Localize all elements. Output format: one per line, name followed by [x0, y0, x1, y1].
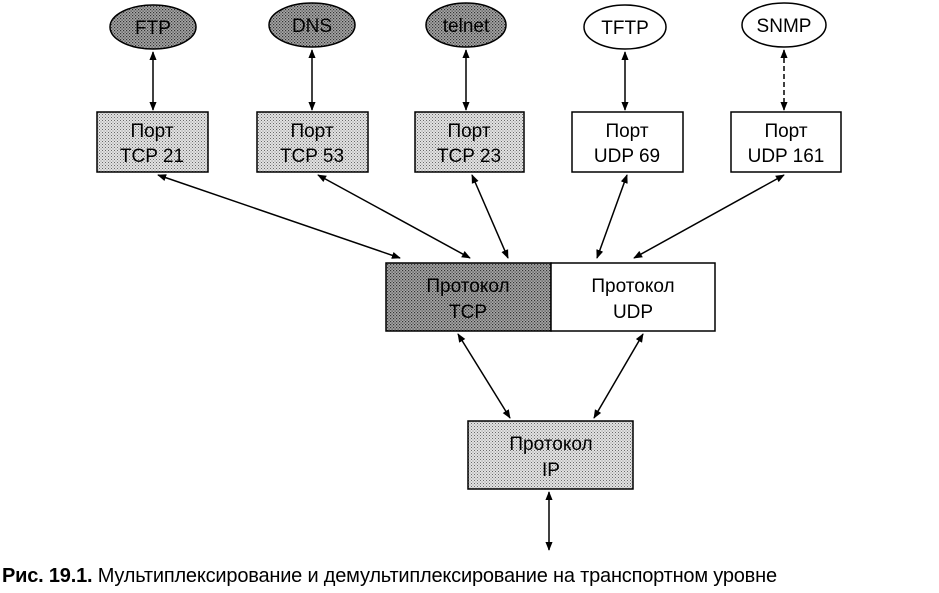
port-tcp-23-line1: Порт [447, 121, 490, 142]
app-snmp-label: SNMP [757, 16, 812, 37]
protocol-ip: Протокол IP [467, 420, 634, 490]
port-tcp-21-line1: Порт [130, 121, 173, 142]
app-ftp-label: FTP [135, 18, 171, 39]
multiplexing-diagram: FTP DNS telnet TFTP SNMP Порт TCP 21 Пор… [96, 2, 842, 551]
port-tcp-53-line1: Порт [290, 121, 333, 142]
app-dns-label: DNS [292, 16, 332, 37]
arrow-port161-udp [633, 174, 785, 259]
arrow-tcp-ip [457, 333, 511, 419]
port-udp-161: Порт UDP 161 [730, 111, 842, 173]
app-dns: DNS [268, 2, 356, 48]
port-tcp-21-line2: TCP 21 [120, 146, 184, 167]
protocol-udp-line2: UDP [613, 302, 653, 323]
protocol-udp: Протокол UDP [550, 262, 716, 332]
port-udp-69: Порт UDP 69 [571, 111, 684, 173]
port-udp-69-line1: Порт [605, 121, 648, 142]
protocol-ip-line1: Протокол [509, 434, 592, 455]
port-tcp-23-line2: TCP 23 [437, 146, 501, 167]
port-tcp-53-line2: TCP 53 [280, 146, 344, 167]
app-tftp-label: TFTP [601, 18, 649, 39]
arrow-port23-tcp [471, 174, 509, 259]
protocol-udp-line1: Протокол [591, 276, 674, 297]
arrow-port53-tcp [317, 174, 471, 259]
arrow-port69-udp [596, 174, 628, 259]
figure-caption-text: Мультиплексирование и демультиплексирова… [97, 565, 777, 587]
figure-caption: Рис. 19.1. Мультиплексирование и демульт… [2, 565, 939, 588]
protocol-tcp-line2: TCP [449, 302, 487, 323]
app-snmp: SNMP [741, 2, 827, 48]
port-udp-161-line1: Порт [764, 121, 807, 142]
app-tftp: TFTP [583, 4, 667, 50]
port-tcp-53: Порт TCP 53 [256, 111, 369, 173]
app-telnet-label: telnet [443, 16, 490, 37]
app-ftp: FTP [109, 4, 197, 50]
port-tcp-23: Порт TCP 23 [414, 111, 525, 173]
arrow-udp-ip [593, 333, 644, 419]
port-udp-161-line2: UDP 161 [748, 146, 825, 167]
port-tcp-21: Порт TCP 21 [96, 111, 209, 173]
protocol-ip-line2: IP [542, 460, 560, 481]
arrow-port21-tcp [157, 174, 401, 259]
port-udp-69-line2: UDP 69 [594, 146, 660, 167]
protocol-tcp-line1: Протокол [426, 276, 509, 297]
app-telnet: telnet [425, 2, 507, 48]
protocol-tcp: Протокол TCP [385, 262, 552, 332]
figure-number: Рис. 19.1. [2, 565, 93, 587]
